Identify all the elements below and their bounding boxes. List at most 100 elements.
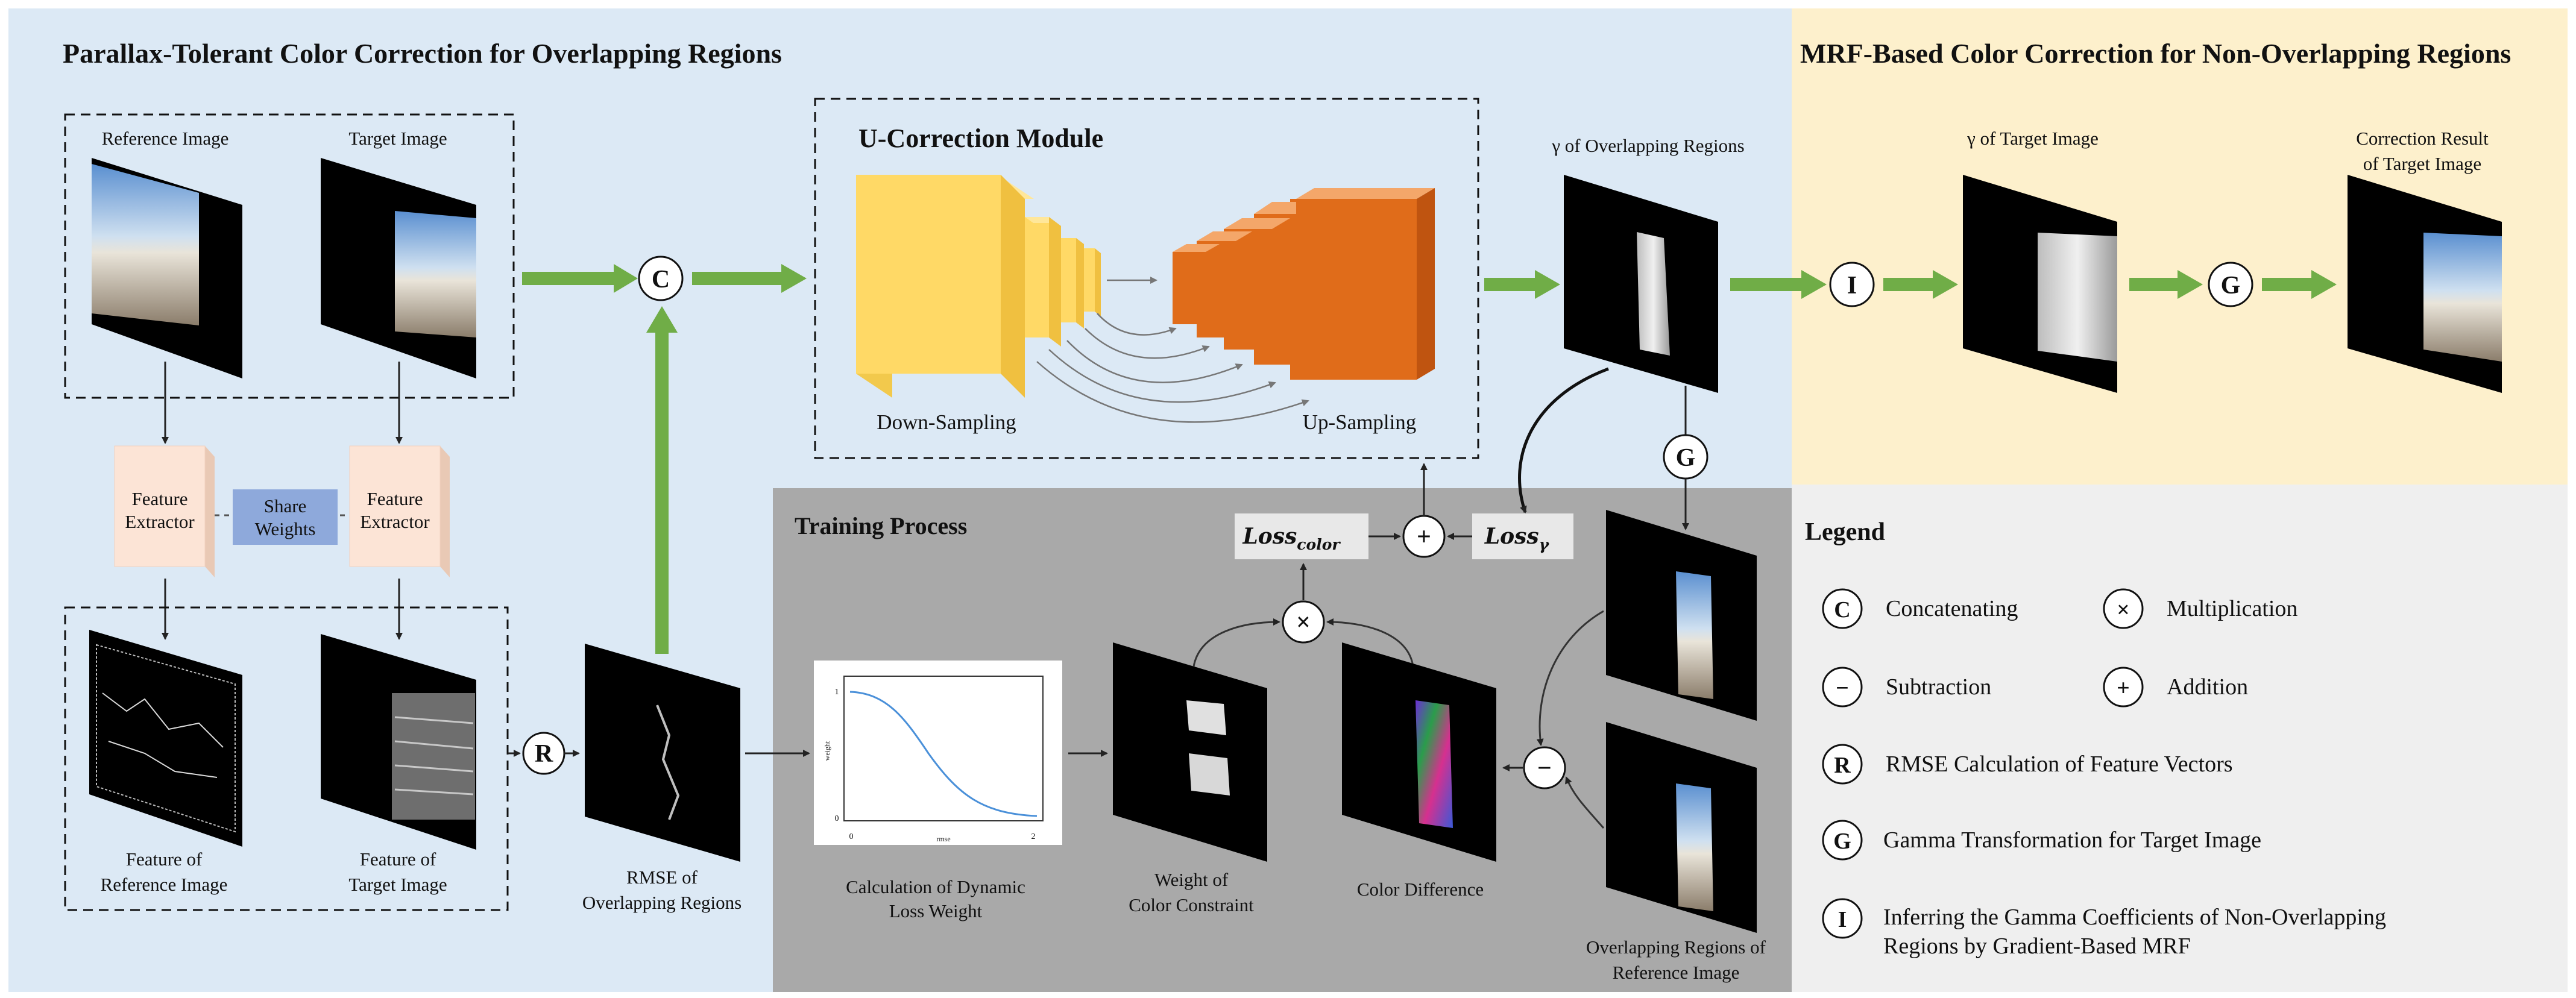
svg-text:C: C	[1834, 597, 1850, 623]
correction-label-2: of Target Image	[2363, 153, 2481, 174]
gamma-target-map	[1963, 175, 2117, 393]
feature-tgt-label-2: Target Image	[348, 874, 447, 895]
svg-text:2: 2	[1031, 832, 1036, 841]
up-sampling-label: Up-Sampling	[1303, 410, 1417, 434]
loss-gamma-box: Lossγ	[1472, 513, 1573, 559]
legend: C Concatenating × Multiplication − Subtr…	[1822, 588, 2386, 959]
arrow-diff-to-multiply	[1326, 618, 1414, 667]
feature-map-reference	[89, 630, 242, 847]
down-sampling-blocks	[856, 175, 1101, 398]
svg-text:Multiplication: Multiplication	[2167, 596, 2297, 621]
arrow-overlap-ref-to-subtract	[1565, 776, 1605, 829]
dyn-loss-label-1: Calculation of Dynamic	[846, 876, 1025, 897]
legend-infer: I Inferring the Gamma Coefficients of No…	[1822, 898, 2386, 959]
svg-text:I: I	[1838, 907, 1847, 932]
feature-tgt-label-1: Feature of	[360, 849, 436, 870]
svg-text:0: 0	[849, 832, 854, 841]
svg-text:RMSE Calculation of Feature Ve: RMSE Calculation of Feature Vectors	[1886, 752, 2233, 777]
svg-text:Addition: Addition	[2167, 674, 2248, 700]
svg-text:−: −	[1537, 755, 1552, 782]
svg-text:weight: weight	[823, 741, 831, 761]
subtract-node: −	[1523, 746, 1566, 789]
svg-text:×: ×	[1296, 609, 1311, 636]
input-images-box	[64, 113, 515, 399]
weight-map	[1113, 642, 1267, 862]
svg-text:Feature: Feature	[367, 488, 423, 509]
svg-text:C: C	[652, 266, 670, 293]
legend-add: + Addition	[2103, 667, 2248, 708]
feature-ref-label-1: Feature of	[126, 849, 203, 870]
parallax-section-title: Parallax-Tolerant Color Correction for O…	[63, 38, 782, 69]
svg-text:R: R	[1834, 753, 1851, 778]
gamma-overlap-map	[1564, 175, 1718, 393]
legend-rmse: R RMSE Calculation of Feature Vectors	[1822, 744, 2233, 785]
feature-maps-box	[64, 606, 509, 911]
arrow-rmse-to-concat-head	[646, 306, 678, 333]
legend-section-bg	[1792, 485, 2568, 992]
svg-text:G: G	[1833, 829, 1851, 854]
arrow-gamma-to-loss-gamma	[1518, 367, 1609, 513]
svg-text:Feature: Feature	[132, 488, 188, 509]
target-image-thumbnail	[321, 158, 476, 378]
feature-extractor-tgt: Feature Extractor	[349, 445, 450, 577]
svg-text:0: 0	[835, 814, 839, 823]
arrow-overlap-target-to-subtract	[1536, 610, 1604, 746]
arrow-infer-to-gamma-target-head	[1933, 270, 1958, 299]
skip-connections	[1036, 277, 1309, 423]
legend-concat: C Concatenating	[1822, 588, 2018, 629]
weight-curve-plot: 0 2 0 1 rmse weight	[814, 661, 1062, 845]
svg-text:+: +	[2117, 676, 2130, 701]
svg-text:Extractor: Extractor	[125, 511, 195, 532]
svg-text:Weights: Weights	[255, 518, 316, 539]
gamma-transform-node-2: G	[1663, 434, 1708, 480]
rmse-map	[585, 644, 740, 862]
feature-extractor-ref: Feature Extractor	[114, 445, 215, 577]
color-difference-label: Color Difference	[1357, 879, 1484, 900]
u-correction-title: U-Correction Module	[858, 124, 1103, 153]
mrf-section-title: MRF-Based Color Correction for Non-Overl…	[1800, 38, 2511, 69]
legend-title: Legend	[1805, 518, 1885, 546]
svg-text:Losscolor: Losscolor	[1242, 524, 1341, 553]
correction-label-1: Correction Result	[2356, 128, 2489, 149]
weight-label-2: Color Constraint	[1129, 894, 1254, 915]
concat-node: C	[638, 256, 684, 301]
svg-text:G: G	[1676, 444, 1696, 472]
gamma-target-label: γ of Target Image	[1967, 128, 2099, 149]
gamma-overlap-label: γ of Overlapping Regions	[1551, 135, 1744, 156]
svg-text:+: +	[1417, 523, 1431, 551]
feature-ref-label-2: Reference Image	[101, 874, 228, 895]
svg-text:Extractor: Extractor	[360, 511, 430, 532]
rmse-node: R	[522, 732, 565, 775]
overlap-ref-label-2: Reference Image	[1613, 962, 1740, 983]
overlap-target-image	[1606, 510, 1757, 721]
dyn-loss-label-2: Loss Weight	[889, 900, 983, 921]
overlap-reference-image	[1606, 722, 1757, 933]
arrow-gamma-to-infer-head	[1801, 270, 1827, 299]
legend-gamma: G Gamma Transformation for Target Image	[1822, 820, 2261, 861]
reference-image-thumbnail	[92, 158, 242, 378]
svg-text:Subtraction: Subtraction	[1886, 674, 1991, 700]
reference-image-label: Reference Image	[102, 128, 229, 149]
svg-text:×: ×	[2117, 597, 2130, 623]
svg-text:Concatenating: Concatenating	[1886, 596, 2018, 621]
arrow-g-to-result-head	[2311, 270, 2337, 299]
arrow-gamma-target-to-g-head	[2178, 270, 2203, 299]
arrow-weight-to-multiply	[1192, 618, 1280, 667]
infer-node: I	[1829, 262, 1875, 307]
weight-label-1: Weight of	[1154, 869, 1229, 890]
rmse-label-1: RMSE of	[626, 867, 698, 888]
svg-text:1: 1	[835, 688, 839, 697]
svg-text:−: −	[1836, 676, 1849, 701]
add-node: +	[1402, 515, 1446, 558]
svg-text:G: G	[2221, 272, 2241, 300]
loss-color-box: Losscolor	[1235, 513, 1368, 559]
color-difference-map	[1342, 642, 1496, 862]
legend-subtract: − Subtraction	[1822, 667, 1991, 708]
training-section-title: Training Process	[795, 512, 967, 539]
overlap-ref-label-1: Overlapping Regions of	[1586, 937, 1766, 958]
multiply-node: ×	[1282, 600, 1325, 644]
svg-text:Inferring the Gamma Coefficien: Inferring the Gamma Coefficients of Non-…	[1883, 905, 2386, 930]
u-correction-box	[814, 98, 1479, 459]
arrow-inputs-to-concat-head	[614, 264, 638, 293]
